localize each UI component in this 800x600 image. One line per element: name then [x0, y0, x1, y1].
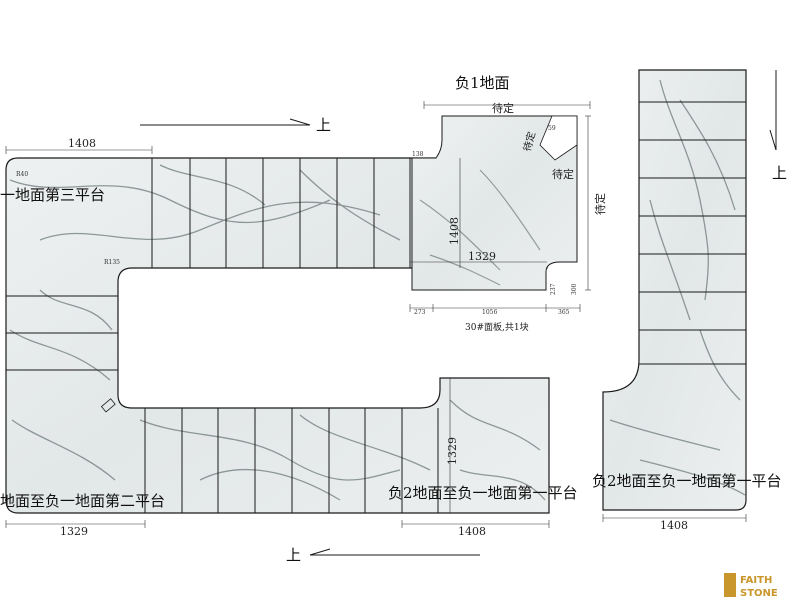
- landing-panel: [409, 101, 591, 312]
- dim-tbd-mid: 待定: [552, 167, 574, 181]
- label-b2-platform1-center: 负2地面至负一地面第一平台: [388, 484, 578, 502]
- dim-bottom-left-width: 1329: [60, 525, 88, 538]
- dim-small-r2: R135: [104, 259, 120, 266]
- landing-outline: [411, 115, 578, 291]
- tread-lines-top: [151, 158, 411, 268]
- dim-landing-width: 1329: [468, 250, 496, 263]
- dim-right-bottom-width: 1408: [660, 519, 688, 532]
- faith-stone-logo: FAITH STONE: [724, 573, 778, 599]
- label-up-top: 上: [316, 116, 331, 134]
- logo-line2: STONE: [740, 588, 778, 599]
- dim-top-left-width: 1408: [68, 137, 96, 150]
- landing-dim-lines: [409, 101, 591, 312]
- right-strip-treads: [639, 101, 746, 365]
- right-strip-veins: [609, 79, 746, 496]
- dim-small-r: R40: [16, 171, 28, 178]
- arrow-right: [769, 70, 777, 151]
- dim-small-59: 59: [548, 125, 556, 132]
- dim-bottom-seg1: 273: [414, 309, 426, 316]
- label-b1-platform3: 一地面第三平台: [0, 186, 105, 204]
- logo-mark-icon: [724, 573, 736, 597]
- arrow-top: [140, 118, 311, 126]
- dim-bottom-seg2: 1056: [482, 309, 497, 316]
- main-dim-lines: [5, 146, 747, 528]
- tread-lines-bottom: [144, 408, 439, 513]
- label-panel-note: 30#面板,共1块: [465, 321, 529, 333]
- dim-bottom-seg3: 365: [558, 309, 570, 316]
- label-b2-platform1-right: 负2地面至负一地面第一平台: [592, 472, 782, 490]
- corner-marker: [100, 398, 116, 413]
- dim-tbd-top: 待定: [492, 101, 514, 115]
- right-strip-outline: [602, 69, 747, 511]
- dim-tbd-right: 待定: [593, 193, 607, 215]
- landing-diagonal-cut: [539, 115, 578, 161]
- dim-bottom-mid-width: 1408: [458, 525, 486, 538]
- tread-lines-left: [6, 295, 118, 371]
- right-stair-strip: [602, 69, 747, 511]
- arrow-bottom: [309, 548, 480, 556]
- marble-veins: [9, 164, 546, 501]
- dim-landing-height: 1408: [448, 217, 461, 245]
- label-up-right: 上: [772, 164, 787, 182]
- dim-small-237: 237: [550, 283, 557, 295]
- dim-small-138: 138: [412, 151, 424, 158]
- dim-small-300: 300: [571, 283, 578, 295]
- logo-line1: FAITH: [740, 575, 772, 586]
- label-up-bottom: 上: [286, 546, 301, 564]
- dim-lower-height: 1329: [446, 437, 459, 465]
- label-b2-platform2: 地面至负一地面第二平台: [0, 492, 165, 510]
- label-b1-floor: 负1地面: [455, 74, 510, 92]
